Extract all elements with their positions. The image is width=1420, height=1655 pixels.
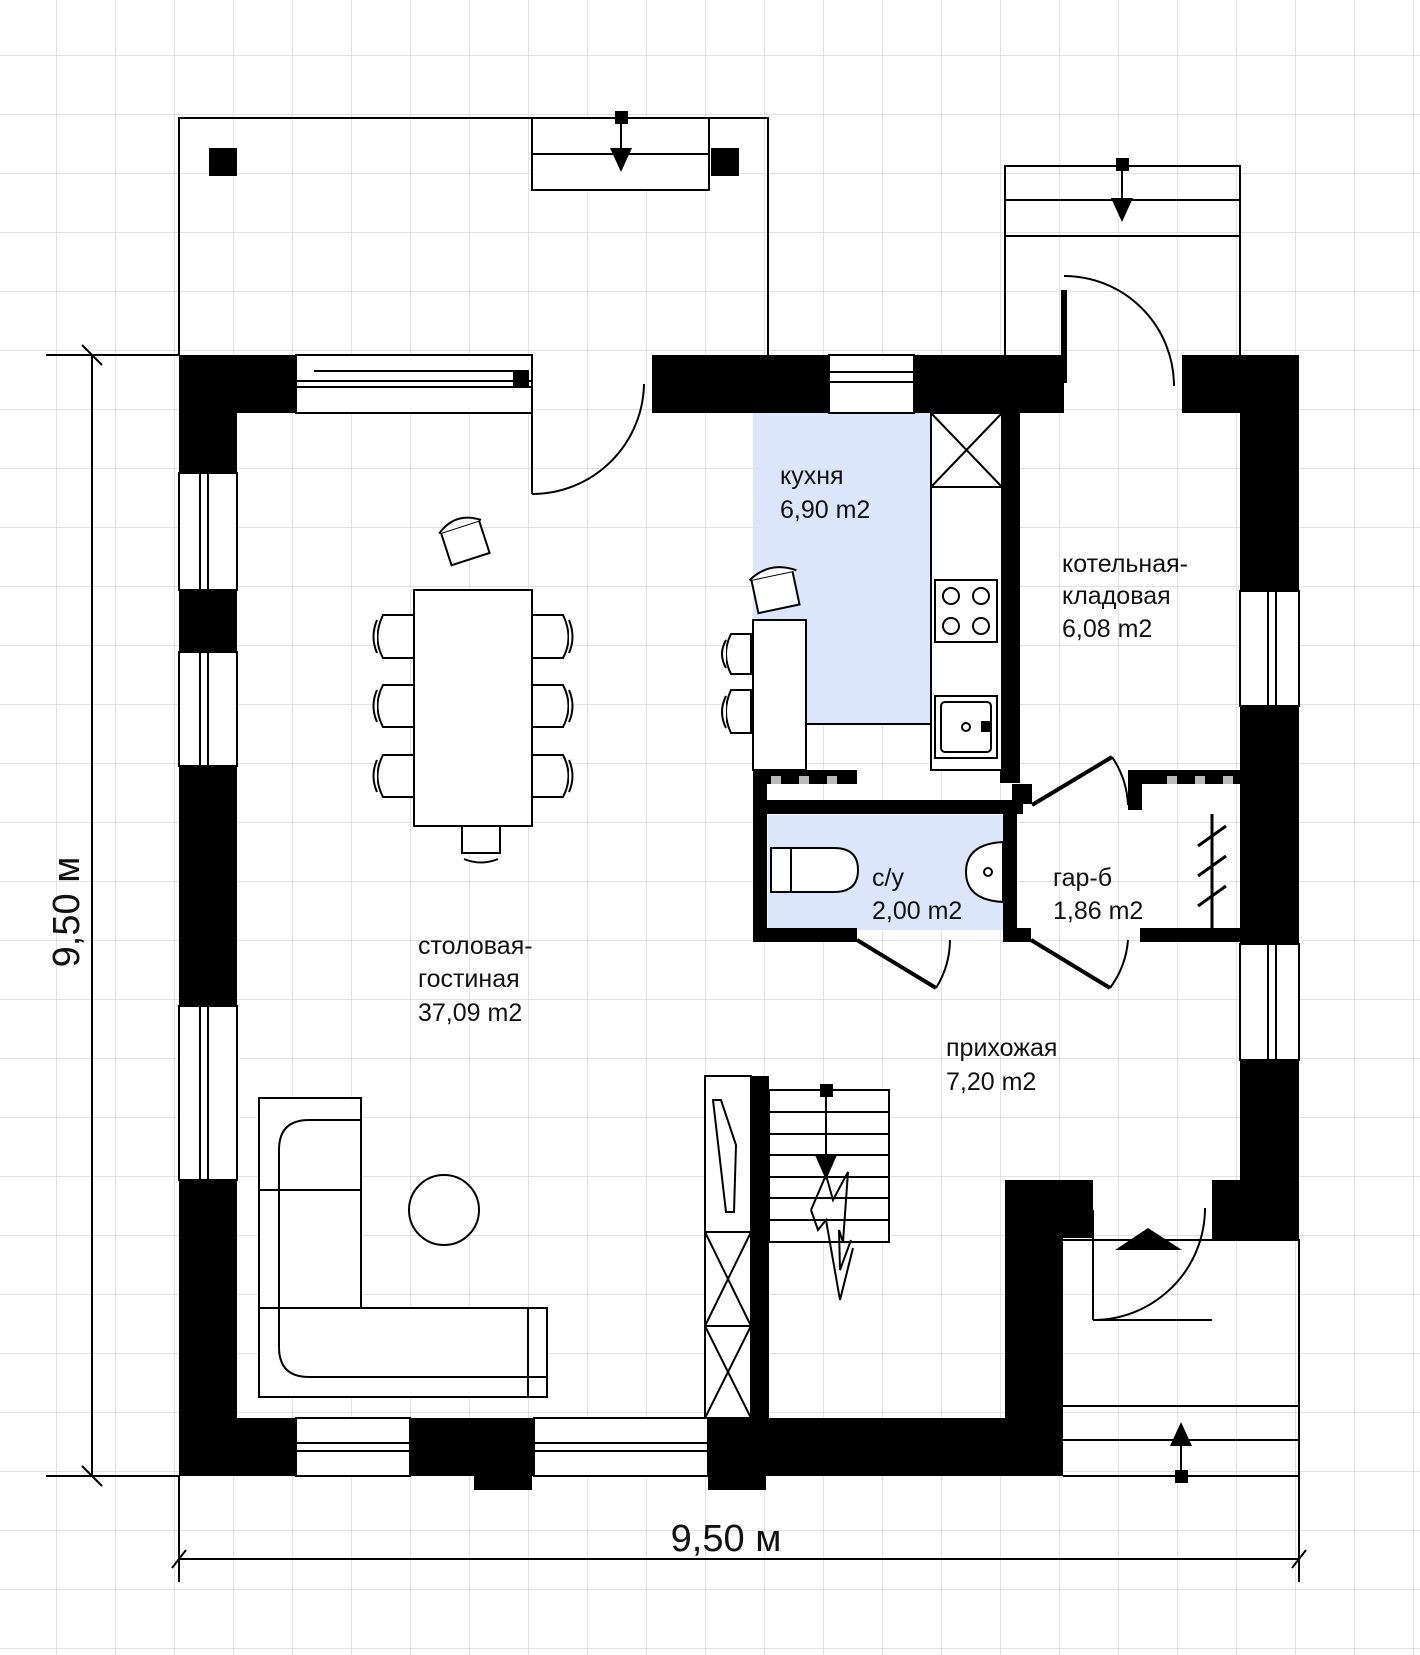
bar-stools xyxy=(721,566,801,734)
door xyxy=(1092,1207,1212,1321)
hall-area: 7,20 m2 xyxy=(946,1068,1036,1096)
dining-table xyxy=(413,589,533,827)
toilet xyxy=(770,847,860,893)
entry-arrow-icon xyxy=(1170,1422,1192,1483)
window xyxy=(828,354,915,414)
living-name-2: гостиная xyxy=(418,965,520,993)
bathroom-area: 2,00 m2 xyxy=(872,897,962,925)
stair-wall xyxy=(751,1076,769,1418)
room-label-living: столовая- гостиная 37,09 m2 xyxy=(418,932,533,1027)
window xyxy=(295,1417,411,1477)
terrace-post xyxy=(209,148,237,176)
windows xyxy=(178,354,1300,1477)
door xyxy=(1029,938,1129,990)
coffee-table xyxy=(408,1174,480,1246)
door xyxy=(1061,275,1175,387)
doors xyxy=(531,275,1212,1321)
hall-name: прихожая xyxy=(946,1034,1057,1062)
room-label-kitchen: кухня 6,90 m2 xyxy=(780,462,870,524)
sofa xyxy=(258,1097,548,1398)
boiler-name-1: котельная- xyxy=(1062,550,1188,578)
boiler-area: 6,08 m2 xyxy=(1062,615,1152,643)
living-name-1: столовая- xyxy=(418,932,533,960)
kitchen-cabinets xyxy=(752,412,1003,771)
dimension-lines xyxy=(46,344,1307,1582)
window xyxy=(178,472,238,591)
wardrobe-name: гар-б xyxy=(1053,864,1112,892)
dimension-width: 9,50 м xyxy=(671,1518,782,1560)
entrance-marker-icon xyxy=(1115,1228,1182,1250)
room-label-boiler: котельная- кладовая 6,08 m2 xyxy=(1062,550,1188,643)
window xyxy=(533,1417,709,1477)
door xyxy=(1030,755,1129,807)
dining-chairs xyxy=(372,516,574,864)
bathroom-name: с/у xyxy=(872,864,904,892)
room-label-wardrobe: гар-б 1,86 m2 xyxy=(1053,864,1143,925)
wardrobe-area: 1,86 m2 xyxy=(1053,897,1143,925)
kitchen-name: кухня xyxy=(780,462,844,490)
room-label-hall: прихожая 7,20 m2 xyxy=(946,1034,1057,1096)
living-area: 37,09 m2 xyxy=(418,999,522,1027)
window xyxy=(1239,590,1300,707)
window xyxy=(295,354,533,414)
room-label-bathroom: с/у 2,00 m2 xyxy=(872,864,962,925)
exterior-walls xyxy=(179,355,1299,1490)
window xyxy=(178,651,238,767)
entry-arrow-icon xyxy=(610,111,632,172)
staircase xyxy=(768,1089,890,1301)
entry-arrow-icon xyxy=(1111,158,1133,222)
wardrobe-rail xyxy=(1197,814,1227,928)
kitchen-area: 6,90 m2 xyxy=(780,496,870,524)
stair-arrow-icon xyxy=(815,1084,837,1180)
window xyxy=(1239,943,1300,1061)
terrace-post xyxy=(711,148,739,176)
boiler-name-2: кладовая xyxy=(1062,582,1171,610)
washbasin xyxy=(964,840,1004,904)
dimension-height: 9,50 м xyxy=(46,857,88,968)
tv-cabinet xyxy=(704,1075,752,1419)
vent-marks xyxy=(771,776,1233,784)
window xyxy=(178,1005,238,1181)
door xyxy=(531,383,645,495)
door xyxy=(855,938,951,990)
